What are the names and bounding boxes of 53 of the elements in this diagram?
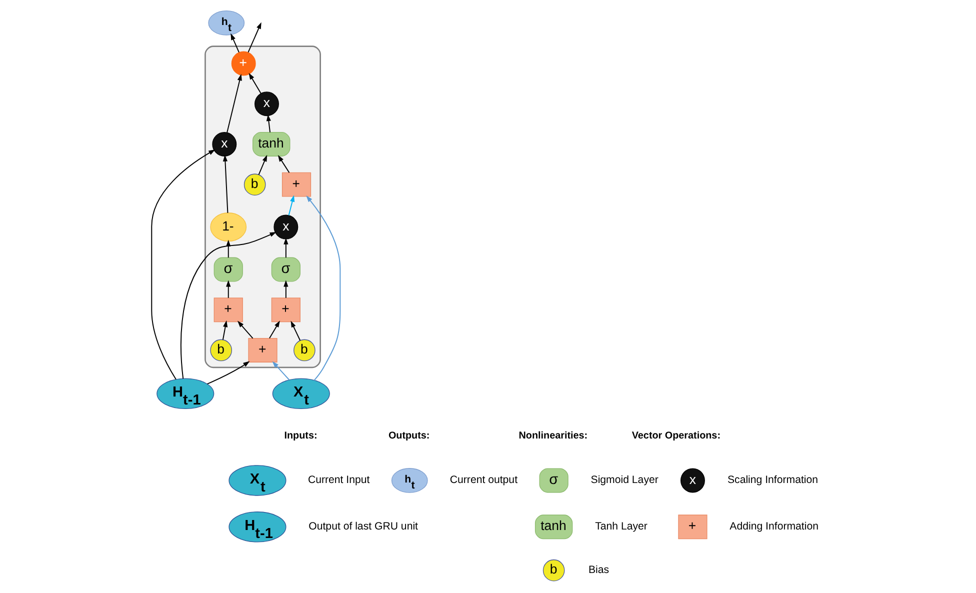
arrow xyxy=(206,361,250,384)
node-circle: b xyxy=(542,559,565,582)
node-label: Output of last GRU unit xyxy=(308,520,418,532)
arrow xyxy=(306,196,341,381)
node-label: Sigmoid Layer xyxy=(590,474,658,486)
node-circle: b xyxy=(294,339,316,362)
arrow xyxy=(284,280,288,298)
node-label: Current Input xyxy=(308,474,370,486)
node-label: Tanh Layer xyxy=(595,520,648,532)
arrow xyxy=(226,280,231,298)
arrow xyxy=(288,195,295,216)
node-circle: x xyxy=(680,468,705,493)
label: Inputs: xyxy=(284,430,318,442)
arrow xyxy=(222,320,228,340)
arrow xyxy=(222,154,228,214)
arrow xyxy=(226,74,242,134)
node-label: Scaling Information xyxy=(727,474,818,486)
node-box: σ xyxy=(214,257,243,282)
node-circle: + xyxy=(231,51,256,76)
label: Nonlinearities: xyxy=(518,430,588,442)
node-box: σ xyxy=(539,468,568,493)
node-circle: x xyxy=(212,132,237,156)
node-box: + xyxy=(282,172,312,197)
label: Outputs: xyxy=(388,430,430,442)
label: Vector Operations: xyxy=(632,430,721,442)
arrow xyxy=(272,361,290,380)
arrow xyxy=(248,72,262,94)
node-box: σ xyxy=(271,257,300,282)
node-circle: x xyxy=(274,214,298,240)
arrow xyxy=(290,320,301,341)
arrow xyxy=(284,238,288,258)
node-box: + xyxy=(214,298,243,322)
arrow xyxy=(278,155,290,174)
node-label: Current output xyxy=(450,474,518,486)
node-circle: b xyxy=(244,174,266,196)
arrow xyxy=(258,154,268,176)
node-ellipse: 1- xyxy=(210,212,247,242)
node-box: tanh xyxy=(534,514,573,540)
arrow xyxy=(180,232,276,380)
node-box: + xyxy=(678,514,708,540)
arrow xyxy=(237,320,254,339)
arrow xyxy=(230,33,240,53)
node-label: Adding Information xyxy=(730,520,818,532)
node-label: Bias xyxy=(588,564,610,576)
arrow xyxy=(248,22,262,53)
node-box: + xyxy=(248,338,278,362)
arrow xyxy=(151,150,216,380)
node-circle: b xyxy=(210,339,232,362)
arrow xyxy=(268,320,280,339)
node-box: + xyxy=(271,298,300,322)
arrow xyxy=(266,114,271,133)
node-circle: x xyxy=(254,92,279,116)
node-box: tanh xyxy=(252,132,290,156)
